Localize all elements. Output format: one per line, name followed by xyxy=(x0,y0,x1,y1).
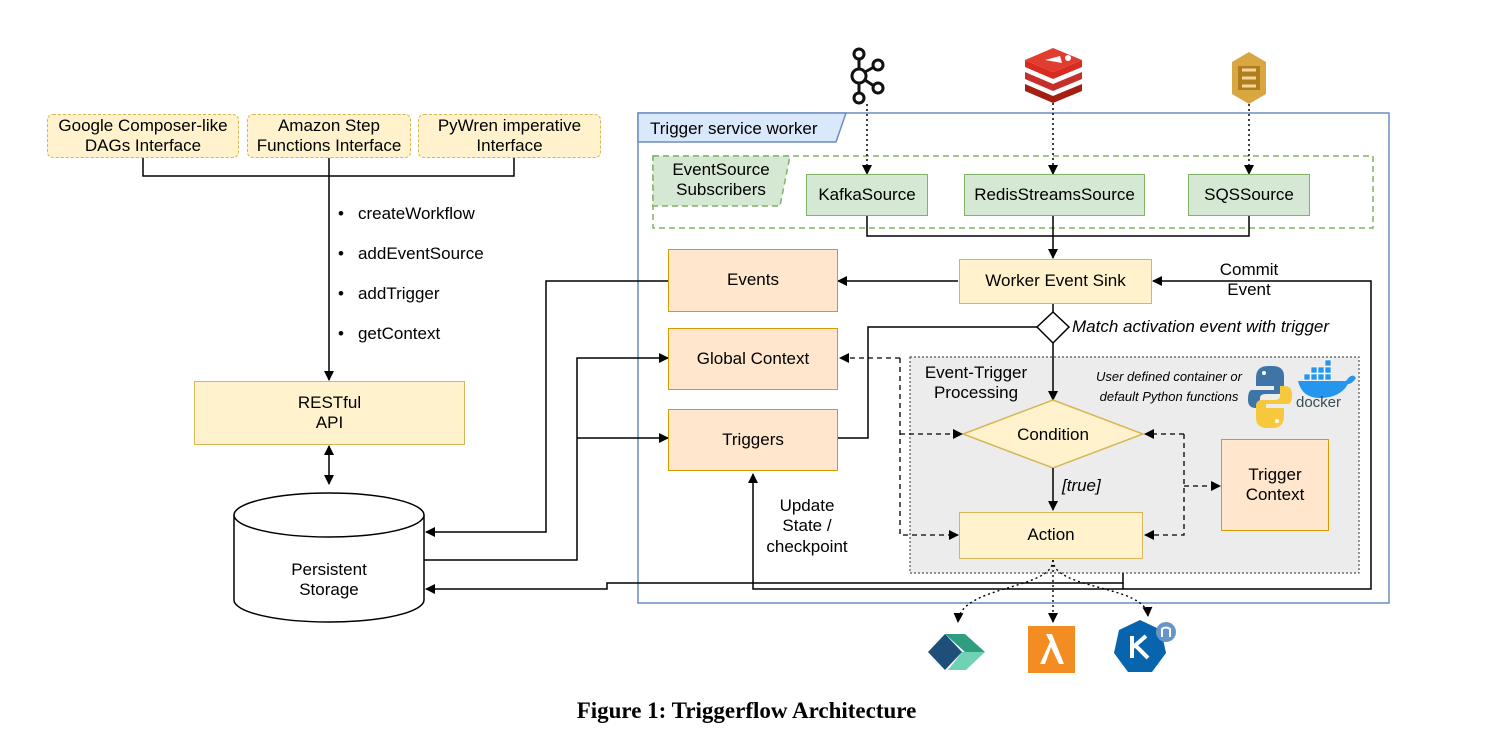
docker-icon xyxy=(1298,359,1356,398)
context-dashed-arrows xyxy=(839,353,1221,540)
action-runtime-arrows xyxy=(953,559,1153,623)
sqs-source-box: SQSSource xyxy=(1188,174,1310,216)
knative-icon xyxy=(1114,620,1176,672)
ibm-cloud-functions-icon xyxy=(928,634,985,670)
trigger-context-box: Trigger Context xyxy=(1221,439,1329,531)
triggers-to-match-line xyxy=(838,326,1037,439)
sqs-source-label: SQSSource xyxy=(1204,184,1294,204)
subscribers-label: EventSource Subscribers xyxy=(672,160,770,200)
match-activation-label: Match activation event with trigger xyxy=(1072,317,1330,336)
interface-label-pywren: PyWren imperative Interface xyxy=(437,115,582,155)
global-context-store-label: Global Context xyxy=(696,348,810,368)
interface-label-amazon: Amazon Step Functions Interface xyxy=(256,115,402,155)
triggers-store-box: Triggers xyxy=(668,409,838,471)
worker-title-tab xyxy=(637,112,848,143)
worker-event-sink-box: Worker Event Sink xyxy=(959,259,1152,304)
kafka-icon xyxy=(850,47,885,105)
icon-source-arrows xyxy=(862,98,1254,175)
api-method-get-context: getContext xyxy=(338,324,440,344)
action-box: Action xyxy=(959,512,1143,559)
persistent-storage-label: Persistent Storage xyxy=(291,560,367,600)
triggers-store-label: Triggers xyxy=(722,429,784,449)
restful-api-box: RESTful API xyxy=(194,381,465,445)
kafka-source-box: KafkaSource xyxy=(806,174,928,216)
update-state-label: Update State / checkpoint xyxy=(766,496,848,556)
trigger-context-label: Trigger Context xyxy=(1245,464,1305,504)
aws-lambda-icon xyxy=(1028,626,1075,673)
api-method-create-workflow: createWorkflow xyxy=(338,204,475,224)
redis-streams-source-label: RedisStreamsSource xyxy=(974,184,1135,204)
true-branch-label: [true] xyxy=(1062,476,1101,495)
pywren-interface: PyWren imperative Interface xyxy=(418,114,601,158)
worker-event-sink-label: Worker Event Sink xyxy=(985,271,1126,291)
persistent-storage-shape xyxy=(233,492,425,623)
processing-note: User defined container or default Python… xyxy=(1096,369,1242,405)
restful-api-label: RESTful API xyxy=(297,392,362,432)
amazon-sqs-icon xyxy=(1232,52,1266,104)
events-store-box: Events xyxy=(668,249,838,312)
api-method-add-event-source: addEventSource xyxy=(338,244,484,264)
worker-title: Trigger service worker xyxy=(650,119,818,138)
events-store-label: Events xyxy=(727,270,779,290)
subscribers-tab xyxy=(652,155,791,207)
api-method-add-trigger: addTrigger xyxy=(338,284,440,304)
amazon-step-functions-interface: Amazon Step Functions Interface xyxy=(247,114,411,158)
commit-event-arrow xyxy=(1122,276,1372,590)
condition-label: Condition xyxy=(1017,425,1089,444)
interface-connectors xyxy=(142,158,515,381)
docker-wordmark: docker xyxy=(1296,394,1342,411)
python-icon xyxy=(1248,366,1292,428)
redis-streams-source-box: RedisStreamsSource xyxy=(964,174,1145,216)
interface-label-google: Google Composer-like DAGs Interface xyxy=(58,115,228,155)
kafka-source-label: KafkaSource xyxy=(818,184,916,204)
storage-connectors xyxy=(424,280,1124,594)
redis-icon xyxy=(1025,48,1082,103)
update-state-arrow xyxy=(748,473,1123,590)
source-connectors xyxy=(866,216,1250,259)
global-context-store-box: Global Context xyxy=(668,328,838,390)
action-label: Action xyxy=(1027,525,1075,545)
processing-title: Event-Trigger Processing xyxy=(924,363,1028,403)
figure-caption: Figure 1: Triggerflow Architecture xyxy=(576,698,917,723)
google-composer-interface: Google Composer-like DAGs Interface xyxy=(47,114,239,158)
commit-event-label: Commit Event xyxy=(1219,260,1279,300)
